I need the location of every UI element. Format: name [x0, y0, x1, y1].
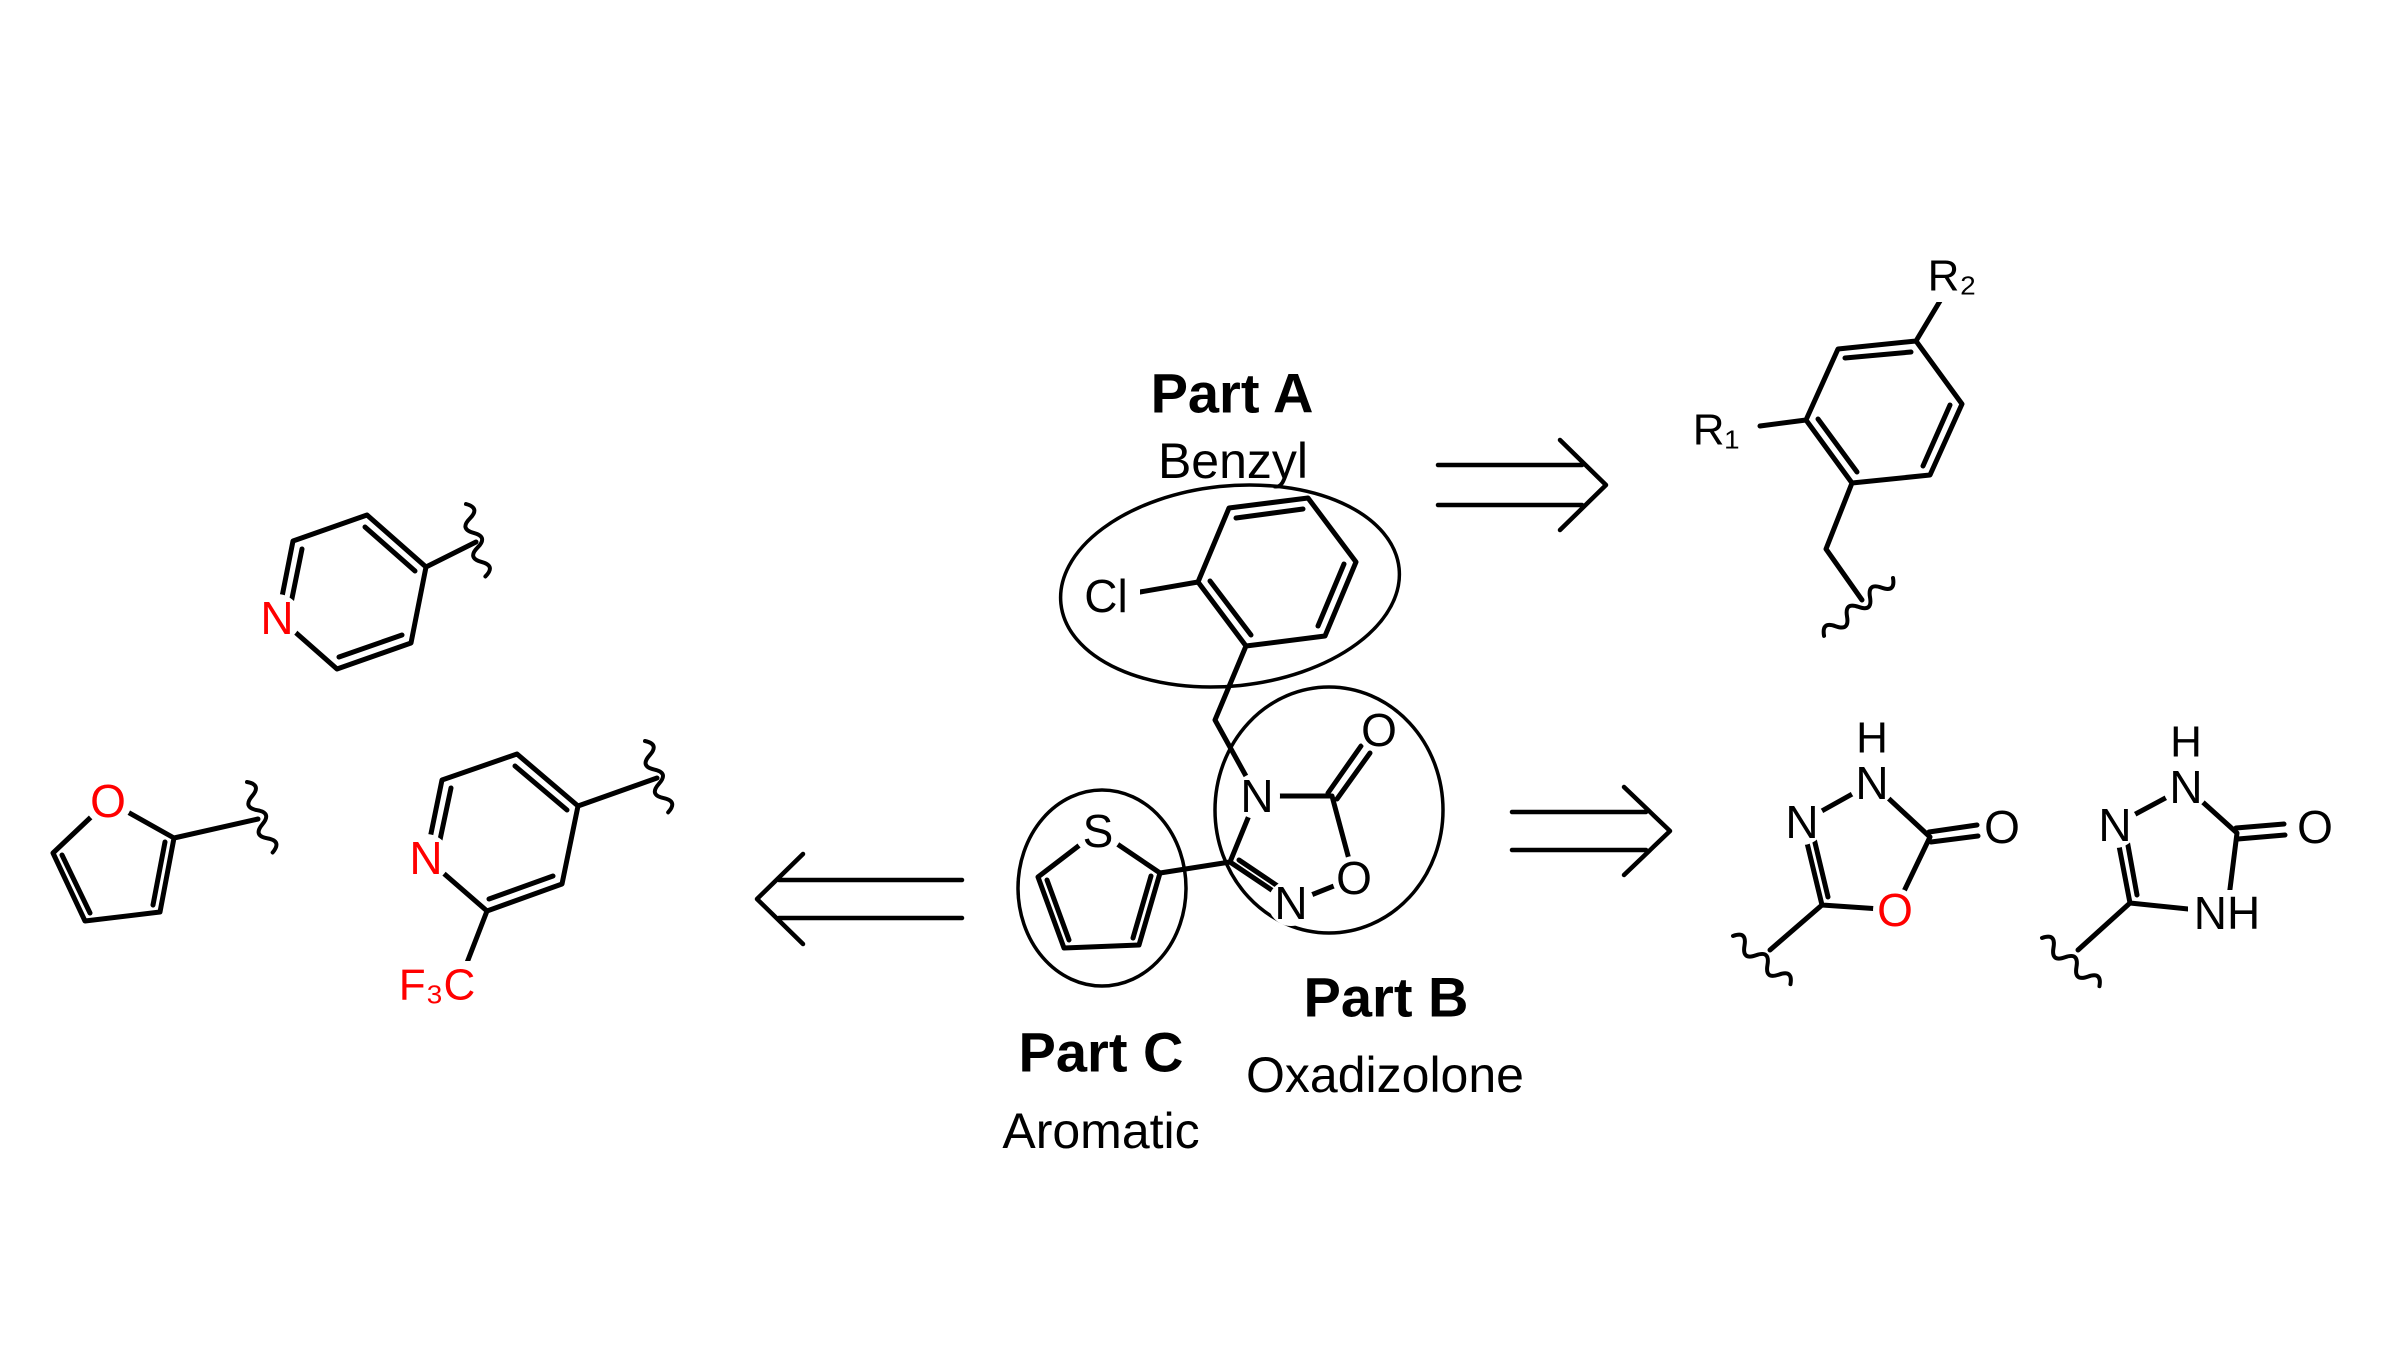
- right-arrow-icon: [1435, 437, 1609, 533]
- fragment-furan: O: [50, 775, 279, 924]
- furan-bonds: [50, 798, 261, 924]
- atom-label-mask: [1679, 404, 1753, 456]
- chlorine-label: Cl: [1084, 570, 1127, 622]
- nitrogen-label: N: [1240, 770, 1273, 822]
- atom-label-mask: [1357, 708, 1401, 752]
- retro-arrow-mid-right: [1509, 784, 1673, 878]
- benzene-double-bonds: [1207, 506, 1347, 638]
- cf3-pyridine-double-bonds: [434, 763, 570, 902]
- atom-label-mask: [1980, 805, 2024, 849]
- part-b-subtitle: Oxadizolone: [1246, 1047, 1524, 1103]
- part-highlight-ellipses: [1016, 483, 1445, 988]
- oxadiazolone-bonds: [1157, 793, 1357, 906]
- retro-arrow-left: [754, 851, 965, 947]
- atom-label-mask: [2092, 802, 2138, 848]
- benzyl-bonds: [1757, 293, 1965, 603]
- atom-label-mask: [1779, 799, 1825, 845]
- trifluoromethyl-label: F₃C: [399, 961, 476, 1010]
- atom-label-mask: [1072, 572, 1140, 620]
- center-molecule: Cl N O O N S: [1035, 495, 1401, 951]
- retro-arrow-top-right: [1435, 437, 1609, 533]
- part-c-title: Part C: [1019, 1021, 1184, 1084]
- atom-label-mask: [1268, 880, 1314, 926]
- fragment-benzyl-r1-r2: R₁ R₂: [1679, 250, 1989, 638]
- atom-label-mask: [1074, 807, 1122, 855]
- part-a-subtitle: Benzyl: [1158, 433, 1308, 489]
- nh-label: NH: [2194, 887, 2260, 939]
- atom-label-mask: [402, 834, 450, 882]
- benzene-bonds: [1137, 495, 1359, 799]
- carbonyl-oxygen-label: O: [1984, 801, 2020, 853]
- atom-label-mask: [253, 594, 301, 642]
- fragment-pyridine: N: [253, 502, 492, 672]
- attachment-squiggle: [463, 502, 492, 579]
- attachment-squiggle: [643, 739, 675, 815]
- ring-oxygen-label: O: [1877, 884, 1913, 936]
- fragment-cf3-pyridine: N F₃C: [385, 739, 675, 1010]
- fragment-triazolone: N N H O NH: [2040, 718, 2337, 989]
- atom-label-mask: [2188, 890, 2266, 936]
- nitrogen-label: N: [1855, 757, 1888, 809]
- attachment-squiggle: [1731, 932, 1793, 987]
- atom-label-mask: [1234, 773, 1280, 819]
- atom-label-mask: [2293, 805, 2337, 849]
- atom-label-mask: [1915, 250, 1989, 302]
- attachment-squiggle: [245, 780, 279, 855]
- part-c-ellipse: [1016, 788, 1188, 988]
- atom-label-mask: [2163, 764, 2209, 810]
- atom-label-mask: [385, 961, 489, 1009]
- atom-label-mask: [84, 777, 132, 825]
- atom-label-mask: [2165, 721, 2207, 763]
- part-a-ellipse: [1058, 483, 1402, 689]
- atom-label-mask: [1849, 760, 1895, 806]
- right-arrow-icon: [1509, 784, 1673, 878]
- thiophene-bonds: [1035, 828, 1163, 951]
- left-arrow-icon: [754, 851, 965, 947]
- atom-label-mask: [1332, 856, 1376, 900]
- pyridine-bonds: [275, 512, 479, 672]
- nitrogen-label: N: [260, 592, 293, 644]
- part-b-ellipse: [1213, 685, 1445, 935]
- r2-label: R₂: [1928, 252, 1977, 301]
- benzyl-double-bonds: [1815, 349, 1953, 475]
- fragment-oxadiazolone-nh: N N H O O: [1731, 714, 2024, 987]
- nitrogen-label: N: [2169, 761, 2202, 813]
- furan-double-bonds: [59, 839, 168, 916]
- attachment-squiggle: [1821, 576, 1896, 638]
- nitrogen-label: N: [1274, 877, 1307, 929]
- nitrogen-label: N: [1785, 796, 1818, 848]
- hydrogen-label: H: [2170, 718, 2202, 767]
- part-a-title: Part A: [1151, 362, 1314, 425]
- hydrogen-label: H: [1856, 714, 1888, 763]
- thiophene-double-bonds: [1044, 873, 1154, 943]
- sulfur-label: S: [1083, 805, 1114, 857]
- part-c-subtitle: Aromatic: [1002, 1103, 1199, 1159]
- ring-oxygen-label: O: [1336, 852, 1372, 904]
- atom-label-mask: [1873, 888, 1917, 932]
- nitrogen-label: N: [2098, 799, 2131, 851]
- carbonyl-oxygen-label: O: [2297, 801, 2333, 853]
- part-labels: Part A Benzyl Part B Oxadizolone Part C …: [1002, 362, 1524, 1160]
- part-b-title: Part B: [1304, 966, 1469, 1029]
- r1-label: R₁: [1693, 406, 1740, 455]
- triazolone-double-bonds: [2122, 821, 2288, 898]
- carbonyl-oxygen-label: O: [1361, 704, 1397, 756]
- nitrogen-label: N: [409, 832, 442, 884]
- attachment-squiggle: [2040, 934, 2102, 989]
- oxygen-label: O: [90, 775, 126, 827]
- pyridine-double-bonds: [286, 524, 418, 660]
- atom-label-mask: [1851, 717, 1893, 759]
